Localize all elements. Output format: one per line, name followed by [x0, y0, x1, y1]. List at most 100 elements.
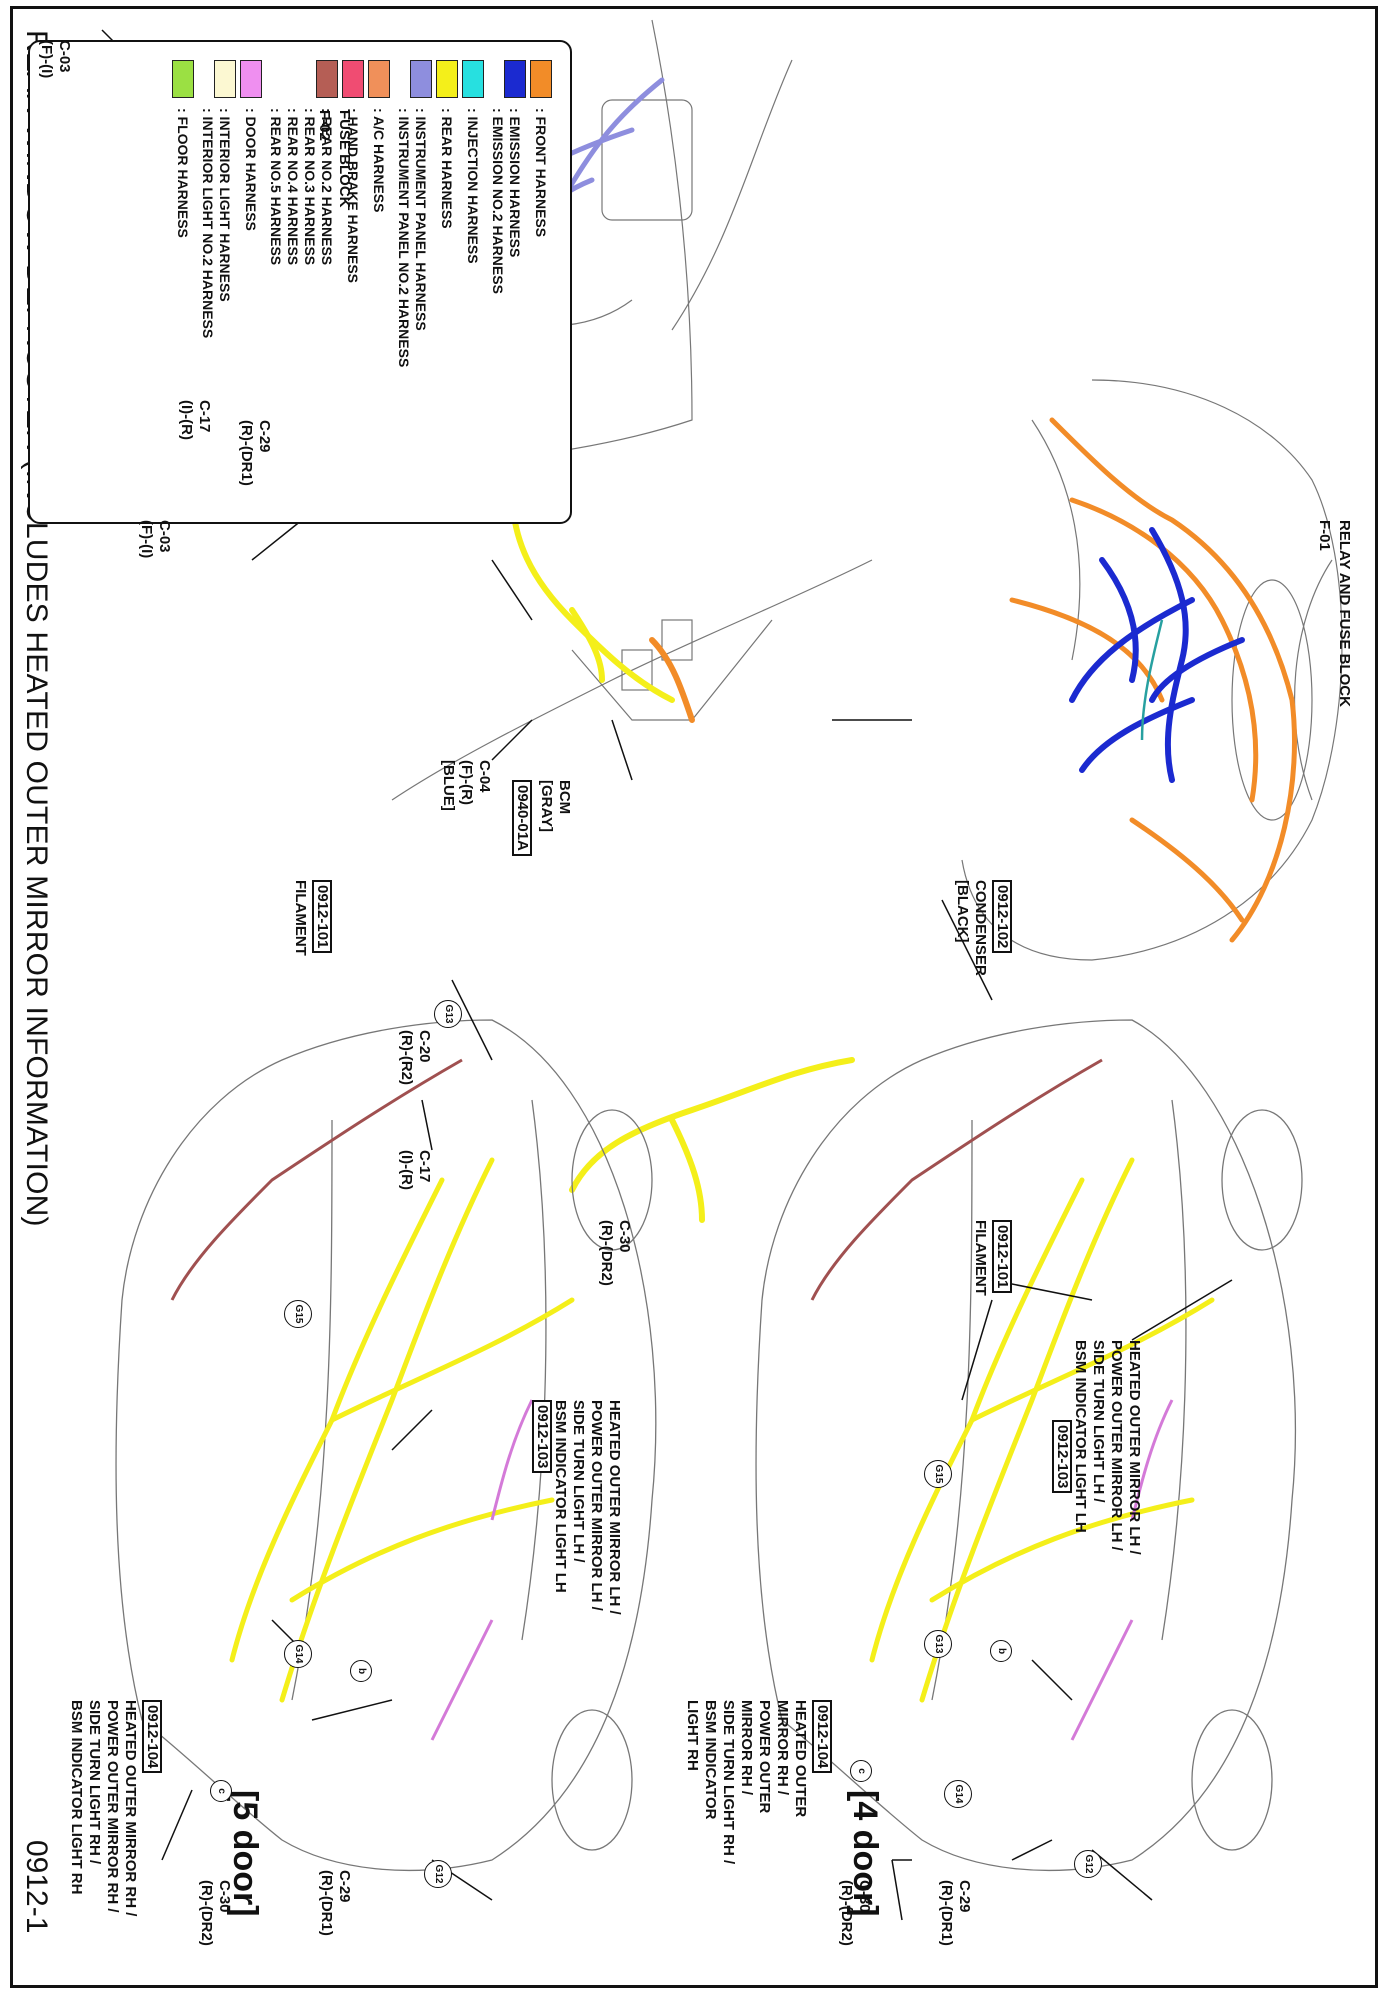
- car-4door-outline: [755, 1019, 1303, 1872]
- c29-right-label: C-29: [956, 1880, 973, 1913]
- page-border: [10, 6, 1378, 1988]
- ground-g13-left: G13: [434, 1000, 462, 1028]
- filament-right-label: FILAMENT: [972, 1220, 989, 1296]
- legend-label-rearno-3: : REAR NO.4 HARNESS: [285, 108, 301, 266]
- relay-fuse-block-label: RELAY AND FUSE BLOCK: [1336, 520, 1353, 707]
- ground-g14-left: G14: [284, 1640, 312, 1668]
- c29-left-label: C-29: [336, 1870, 353, 1903]
- legend-label-emission-2: : EMISSION NO.2 HARNESS: [490, 108, 506, 294]
- car-5door-rearno-harness: [170, 1058, 463, 1301]
- junction-c-right: c: [850, 1760, 872, 1782]
- car-5door-outline: [115, 1019, 657, 1872]
- mirror-rh-right-line5: SIDE TURN LIGHT RH /: [720, 1700, 737, 1865]
- mirror-rh-right-line2: MIRROR RH /: [774, 1700, 791, 1795]
- c04-label: C-04: [476, 760, 493, 793]
- legend-label-emission-1: : EMISSION HARNESS: [507, 108, 523, 258]
- code-0940-01a: 0940-01A: [512, 780, 532, 856]
- c30-mid-sub-label: (R)-(DR2): [598, 1220, 615, 1286]
- legend-label-interior-1: : INTERIOR LIGHT HARNESS: [217, 108, 233, 302]
- c30-mid-label: C-30: [616, 1220, 633, 1253]
- c03-top-sub-label: (F)-(I): [38, 40, 55, 79]
- c29-left-sub-label: (R)-(DR1): [318, 1870, 335, 1936]
- legend-label-floor: : FLOOR HARNESS: [175, 108, 191, 238]
- mirror-lh-right-line3: SIDE TURN LIGHT LH /: [1090, 1340, 1107, 1503]
- filament-left-label: FILAMENT: [292, 880, 309, 956]
- legend-label-front: : FRONT HARNESS: [533, 108, 549, 238]
- legend-swatch-rearno: [316, 60, 338, 98]
- mirror-rh-right-line4: MIRROR RH /: [738, 1700, 755, 1795]
- mirror-rh-right-line3: POWER OUTER: [756, 1700, 773, 1814]
- legend-swatch-door: [240, 60, 262, 98]
- mirror-rh-left-line4: BSM INDICATOR LIGHT RH: [68, 1700, 85, 1895]
- junction-b-left: b: [350, 1660, 372, 1682]
- legend-label-injection: : INJECTION HARNESS: [465, 108, 481, 264]
- c04-sub-label: (F)-(R): [458, 760, 475, 805]
- mirror-lh-right-line1: HEATED OUTER MIRROR LH /: [1126, 1340, 1143, 1555]
- legend-label-instrument-1: : INSTRUMENT PANEL HARNESS: [413, 108, 429, 331]
- f01-label: F-01: [1316, 520, 1333, 551]
- c30-left-sub-label: (R)-(DR2): [198, 1880, 215, 1946]
- c17-top-sub-label: (I)-(R): [178, 400, 195, 440]
- ground-g15-left: G15: [284, 1300, 312, 1328]
- car-4door-rear-harness: [869, 1157, 1215, 1703]
- bcm-color-label: [GRAY]: [538, 780, 555, 832]
- ground-g12-left: G12: [424, 1860, 452, 1888]
- mirror-lh-left-line4: BSM INDICATOR LIGHT LH: [552, 1400, 569, 1593]
- code-0912-104-left: 0912-104: [142, 1700, 162, 1774]
- mirror-rh-right-line1: HEATED OUTER: [792, 1700, 809, 1818]
- c29-top-label: C-29: [256, 420, 273, 453]
- mirror-lh-right-line4: BSM INDICATOR LIGHT LH: [1072, 1340, 1089, 1533]
- legend-label-instrument-2: : INSTRUMENT PANEL NO.2 HARNESS: [396, 108, 412, 368]
- car-5door-rear-harness: [229, 1157, 575, 1703]
- ground-g15-right: G15: [924, 1460, 952, 1488]
- legend-swatch-front: [530, 60, 552, 98]
- code-0912-103-left: 0912-103: [532, 1400, 552, 1474]
- mirror-lh-left-line2: POWER OUTER MIRROR LH /: [588, 1400, 605, 1611]
- engine-injection-harness: [1140, 619, 1164, 741]
- car-5door-door-harness: [430, 1399, 534, 1741]
- mirror-lh-right-line2: POWER OUTER MIRROR LH /: [1108, 1340, 1125, 1551]
- c03-top-label: C-03: [56, 40, 73, 73]
- c30-left-label: C-30: [216, 1880, 233, 1913]
- ground-g13-right: G13: [924, 1630, 952, 1658]
- condenser-label: CONDENSER: [972, 880, 989, 976]
- mirror-lh-left-line3: SIDE TURN LIGHT LH /: [570, 1400, 587, 1563]
- ground-g12-right: G12: [1074, 1850, 1102, 1878]
- legend-label-rearno-1: : REAR NO.2 HARNESS: [319, 108, 335, 266]
- mirror-lh-left-line1: HEATED OUTER MIRROR LH /: [606, 1400, 623, 1615]
- legend-label-interior-2: : INTERIOR LIGHT NO.2 HARNESS: [200, 108, 216, 339]
- mirror-rh-left-line3: SIDE TURN LIGHT RH /: [86, 1700, 103, 1865]
- c29-right-sub-label: (R)-(DR1): [938, 1880, 955, 1946]
- legend-label-ac: : A/C HARNESS: [371, 108, 387, 213]
- code-0912-102: 0912-102: [992, 880, 1012, 954]
- mirror-rh-left-line2: POWER OUTER MIRROR RH /: [104, 1700, 121, 1913]
- legend-label-door: : DOOR HARNESS: [243, 108, 259, 231]
- car-4door-door-harness: [1070, 1399, 1174, 1741]
- engine-emission-harness: [1069, 527, 1245, 783]
- c29-top-sub-label: (R)-(DR1): [238, 420, 255, 486]
- c30-right-sub-label: (R)-(DR2): [838, 1880, 855, 1946]
- legend-swatch-instrument: [410, 60, 432, 98]
- legend-label-handbrake: : HAND BRAKE HARNESS: [345, 108, 361, 284]
- c17-mid-sub-label: (I)-(R): [398, 1150, 415, 1190]
- code-0912-101-right: 0912-101: [992, 1220, 1012, 1294]
- code-0912-101-left: 0912-101: [312, 880, 332, 954]
- engine-front-harness: [1009, 417, 1297, 943]
- legend-label-rearno-2: : REAR NO.3 HARNESS: [302, 108, 318, 266]
- c04-color-label: [BLUE]: [440, 760, 457, 811]
- legend-swatch-injection: [462, 60, 484, 98]
- legend-swatch-floor: [172, 60, 194, 98]
- mirror-rh-left-line1: HEATED OUTER MIRROR RH /: [122, 1700, 139, 1917]
- car-4door-rearno-harness: [810, 1058, 1103, 1301]
- c20-label: C-20: [416, 1030, 433, 1063]
- c03-mid-label: C-03: [156, 520, 173, 553]
- legend-label-rear: : REAR HARNESS: [439, 108, 455, 229]
- legend-swatch-interior: [214, 60, 236, 98]
- legend-swatch-ac: [368, 60, 390, 98]
- ground-g14-right: G14: [944, 1780, 972, 1808]
- legend-label-rearno-4: : REAR NO.5 HARNESS: [268, 108, 284, 266]
- c20-sub-label: (R)-(R2): [398, 1030, 415, 1085]
- bcm-front-harness: [649, 637, 695, 723]
